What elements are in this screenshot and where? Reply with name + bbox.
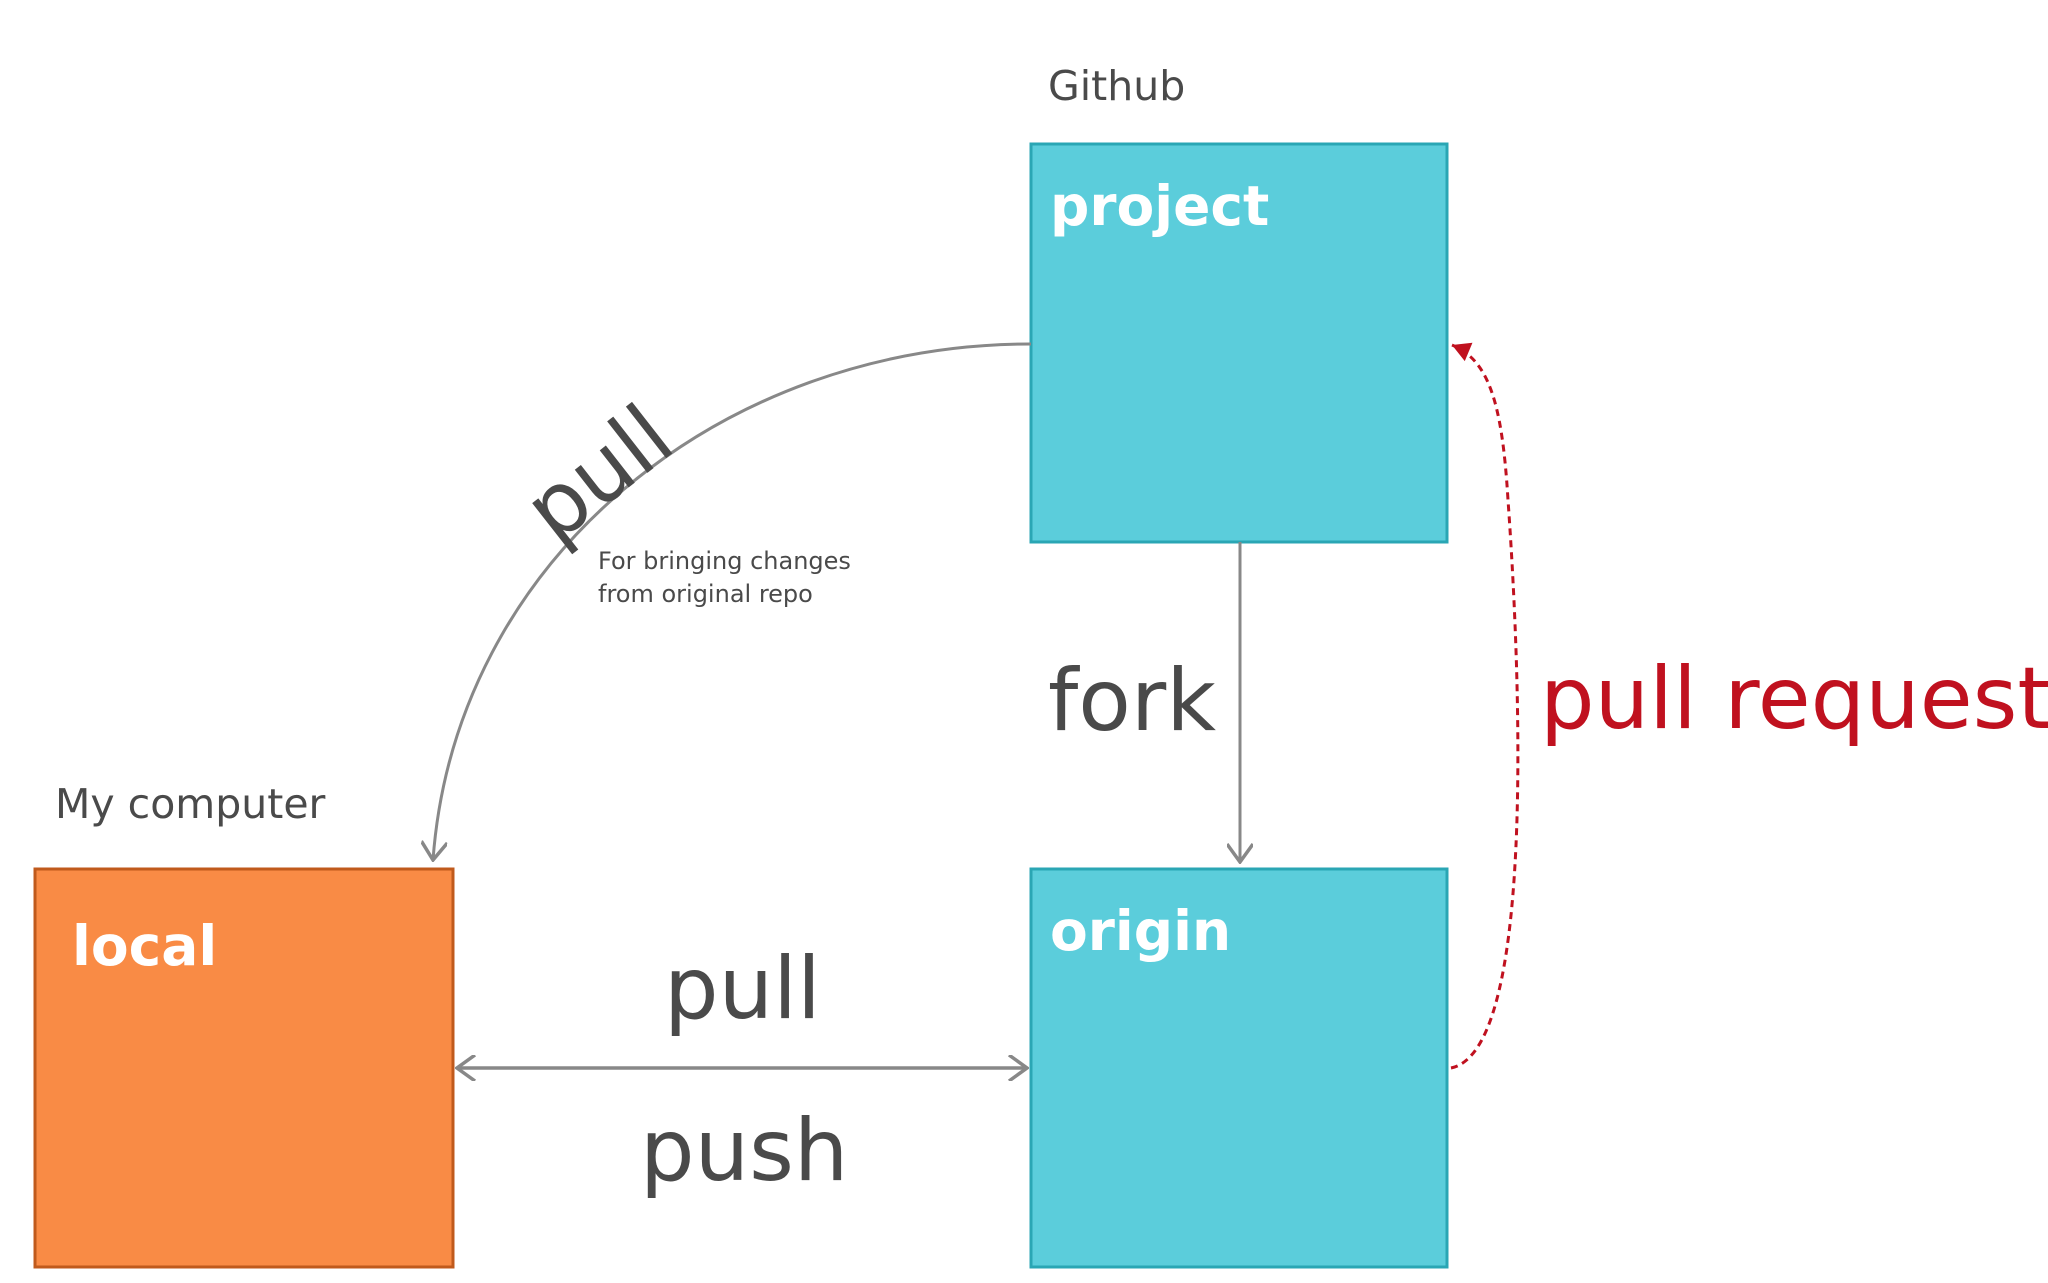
project-node: project (1029, 142, 1449, 544)
github-group-label: Github (1048, 62, 1185, 110)
project-box (1029, 142, 1449, 544)
pull-upstream-arrow (433, 342, 1032, 860)
push-origin-label: push (640, 1101, 848, 1201)
pull-upstream-note: For bringing changes from original repo (598, 547, 859, 608)
my-computer-group-label: My computer (55, 780, 326, 828)
origin-node: origin (1029, 867, 1449, 1269)
origin-label: origin (1050, 899, 1231, 963)
pull-upstream-note-line-1: For bringing changes (598, 547, 851, 575)
origin-box (1029, 867, 1449, 1269)
fork-label-bg (1034, 640, 1234, 770)
local-label: local (72, 914, 217, 978)
local-node: local (33, 867, 455, 1269)
fork-label: fork (1048, 651, 1216, 751)
project-label: project (1050, 174, 1269, 238)
pull-origin-label: pull (664, 939, 821, 1039)
local-box (33, 867, 455, 1269)
pull-request-arrow (1450, 342, 1520, 1070)
pull-upstream-label: pull (506, 386, 691, 561)
pull-upstream-note-line-2: from original repo (598, 580, 813, 608)
pull-request-label: pull request (1540, 649, 2048, 749)
